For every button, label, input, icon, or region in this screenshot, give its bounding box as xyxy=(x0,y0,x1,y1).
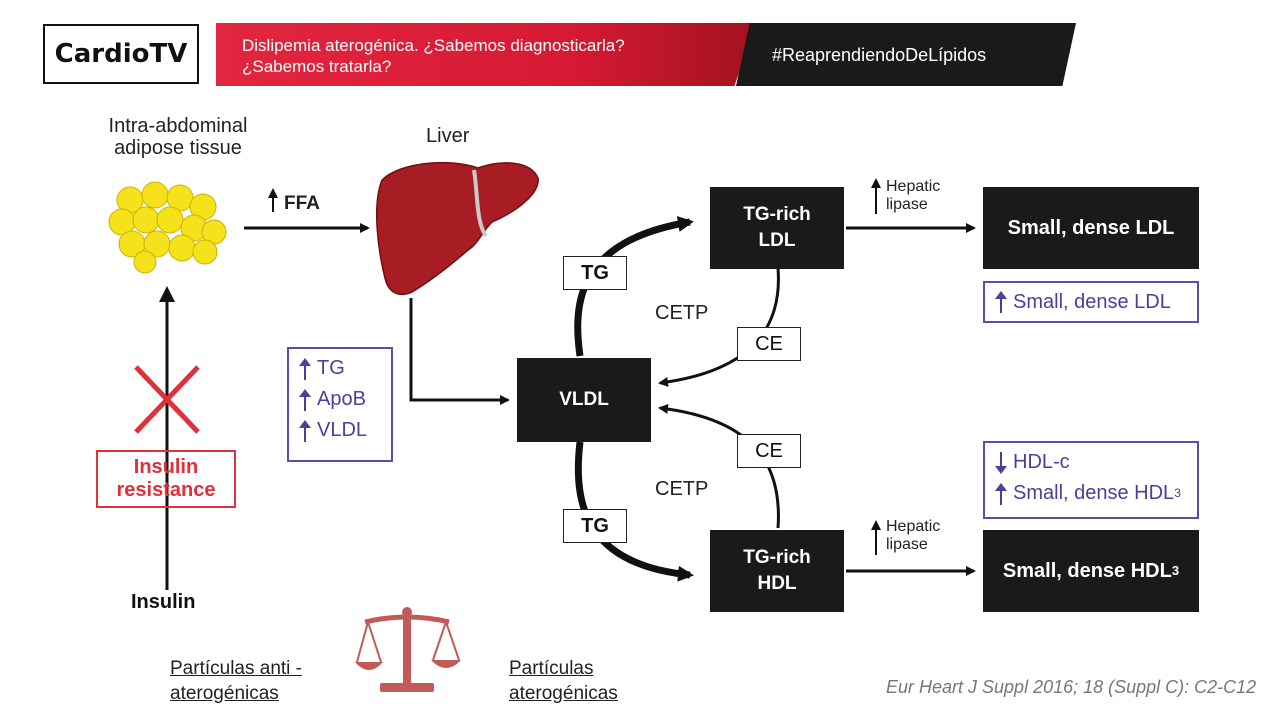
citation: Eur Heart J Suppl 2016; 18 (Suppl C): C2… xyxy=(886,677,1257,697)
vldl-effect-vldl: VLDL xyxy=(299,415,381,446)
vldl-effect-tg-text: TG xyxy=(317,357,345,379)
ffa-label: FFA xyxy=(284,193,320,214)
slide-title: Dislipemia aterogénica. ¿Sabemos diagnos… xyxy=(242,35,722,77)
vldl-effect-apob-text: ApoB xyxy=(317,388,366,410)
ce-upper-box: CE xyxy=(737,327,801,361)
vldl-box: VLDL xyxy=(517,358,651,442)
hepatic-lipase-upper-label: Hepatic lipase xyxy=(886,178,940,214)
hdl-effect-down-row: HDL-c xyxy=(995,447,1187,478)
up-arrow-icon xyxy=(299,419,311,442)
down-arrow-icon xyxy=(995,451,1007,474)
ldl-effect-row: Small, dense LDL xyxy=(995,287,1187,317)
hdl-effect-down-text: HDL-c xyxy=(1013,451,1070,473)
hepatic-lipase-lower-line2: lipase xyxy=(886,536,928,553)
hdl-effect-up-text: Small, dense HDL xyxy=(1013,482,1175,504)
insulin-label: Insulin xyxy=(131,591,196,613)
cetp-lower-label: CETP xyxy=(655,478,709,500)
hepatic-lipase-upper-line2: lipase xyxy=(886,196,928,213)
hashtag-banner xyxy=(736,23,1076,86)
insulin-resistance-box: Insulin resistance xyxy=(96,450,236,508)
adipose-tissue-label: Intra-abdominal adipose tissue xyxy=(98,115,258,159)
up-arrow-icon xyxy=(299,388,311,411)
cardiotv-logo: CardioTV xyxy=(43,24,199,84)
tg-rich-ldl-line2: LDL xyxy=(758,230,796,251)
ldl-effect-text: Small, dense LDL xyxy=(1013,291,1171,313)
anti-atherogenic-particles-label: Partículas anti - aterogénicas xyxy=(170,656,302,706)
liver-label: Liver xyxy=(426,125,470,147)
atherogenic-line2: aterogénicas xyxy=(509,683,618,704)
title-banner xyxy=(216,23,756,86)
tg-rich-ldl-line1: TG-rich xyxy=(743,204,811,225)
small-dense-hdl-sub: 3 xyxy=(1171,563,1180,578)
up-arrow-icon xyxy=(995,291,1007,313)
adipose-tissue-label-line1: Intra-abdominal xyxy=(108,115,248,137)
hdl-effect-up-sub: 3 xyxy=(1174,486,1181,500)
ce-lower-box: CE xyxy=(737,434,801,468)
liver-icon xyxy=(375,161,539,296)
anti-atherogenic-line2: aterogénicas xyxy=(170,683,279,704)
vldl-effect-tg: TG xyxy=(299,353,381,384)
hepatic-lipase-lower-line1: Hepatic xyxy=(886,518,941,535)
adipose-tissue-icon xyxy=(108,181,227,274)
hepatic-lipase-lower-label: Hepatic lipase xyxy=(886,518,940,554)
tg-rich-hdl-line1: TG-rich xyxy=(743,547,811,568)
small-dense-ldl-box: Small, dense LDL xyxy=(983,187,1199,269)
block-cross-icon xyxy=(134,365,200,434)
atherogenic-particles-label: Partículas aterogénicas xyxy=(509,656,618,706)
slide-title-line1: Dislipemia aterogénica. ¿Sabemos diagnos… xyxy=(242,36,625,55)
balance-scale-icon xyxy=(355,607,461,692)
slide-title-line2: ¿Sabemos tratarla? xyxy=(242,57,392,76)
up-arrow-icon xyxy=(995,482,1007,505)
tg-upper-box: TG xyxy=(563,256,627,290)
adipose-tissue-label-line2: adipose tissue xyxy=(114,137,242,159)
insulin-resistance-line1: Insulin xyxy=(133,456,199,478)
cetp-upper-label: CETP xyxy=(655,302,709,324)
ldl-effect-box: Small, dense LDL xyxy=(983,281,1199,323)
up-arrow-icon xyxy=(299,357,311,380)
tg-rich-hdl-box: TG-rich HDL xyxy=(710,530,844,612)
insulin-resistance-line2: resistance xyxy=(116,479,216,501)
vldl-effect-apob: ApoB xyxy=(299,384,381,415)
tg-rich-ldl-box: TG-rich LDL xyxy=(710,187,844,269)
anti-atherogenic-line1: Partículas anti - xyxy=(170,658,302,679)
tg-rich-hdl-line2: HDL xyxy=(757,573,797,594)
small-dense-hdl-text: Small, dense HDL xyxy=(1002,560,1172,582)
vldl-effects-box: TG ApoB VLDL xyxy=(287,347,393,462)
hashtag: #ReaprendiendoDeLípidos xyxy=(772,45,987,65)
tg-lower-box: TG xyxy=(563,509,627,543)
atherogenic-line1: Partículas xyxy=(509,658,594,679)
hepatic-lipase-upper-line1: Hepatic xyxy=(886,178,941,195)
vldl-effect-vldl-text: VLDL xyxy=(317,419,368,441)
